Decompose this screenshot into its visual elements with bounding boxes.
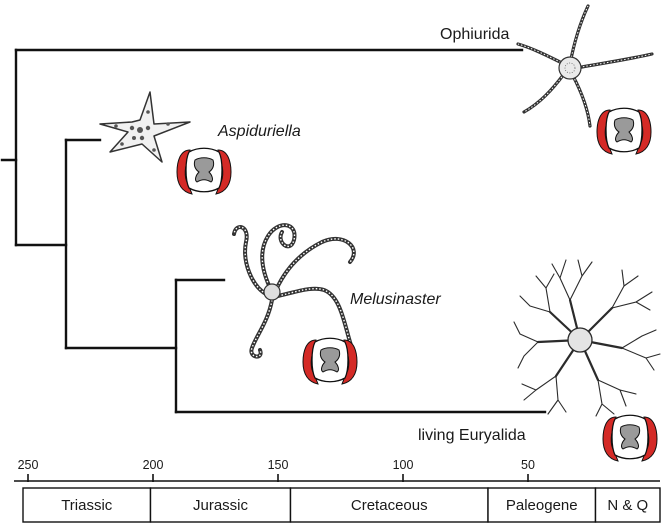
timescale-tick-label: 50 — [521, 458, 535, 472]
timescale-tick-label: 200 — [143, 458, 164, 472]
euryalida-ossicle-icon — [602, 414, 658, 462]
melusinaster-drawing — [232, 223, 356, 359]
melusinaster-ossicle-icon — [302, 337, 358, 385]
tree-branches — [0, 48, 547, 414]
euryalida-drawing — [513, 259, 661, 417]
period-box — [289, 487, 489, 523]
period-label: Triassic — [61, 497, 113, 514]
timescale-tick-label: 100 — [393, 458, 414, 472]
period-box — [149, 487, 292, 523]
label-ophiurida: Ophiurida — [440, 26, 509, 43]
timescale-tick-label: 250 — [18, 458, 39, 472]
label-aspiduriella: Aspiduriella — [217, 123, 301, 140]
period-box — [594, 487, 661, 523]
period-bar: Triassic Jurassic Cretaceous Paleogene N & Q — [22, 487, 661, 523]
period-label: Paleogene — [506, 497, 578, 514]
timescale-ticks: 250 200 150 100 50 — [18, 458, 535, 482]
label-melusinaster: Melusinaster — [350, 291, 441, 308]
aspiduriella-drawing — [99, 91, 191, 163]
ophiurida-drawing — [516, 4, 654, 128]
period-box — [22, 487, 152, 523]
timescale: 250 200 150 100 50 Triassic Jurassic Cretaceou… — [14, 458, 661, 523]
period-label: N & Q — [607, 497, 648, 514]
label-euryalida: living Euryalida — [418, 427, 526, 444]
period-label: Jurassic — [193, 497, 249, 514]
timescale-tick-label: 150 — [268, 458, 289, 472]
period-box — [487, 487, 597, 523]
ophiurida-ossicle-icon — [596, 107, 652, 155]
period-label: Cretaceous — [351, 497, 428, 514]
aspiduriella-ossicle-icon — [176, 147, 232, 195]
